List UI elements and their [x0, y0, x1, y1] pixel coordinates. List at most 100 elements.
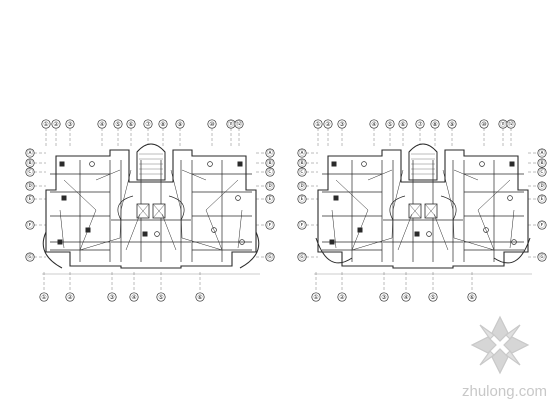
axis-bubble: Ⓕ — [537, 220, 547, 230]
elevator-cross — [152, 203, 166, 219]
axis-bubble-label: Ⓒ — [27, 168, 33, 176]
axis-bubble: ⑩ — [207, 119, 217, 129]
axis-bubble: ③ — [65, 119, 75, 129]
wiring-run — [477, 209, 495, 251]
axis-bubble-circle — [537, 220, 547, 230]
axis-bubble-circle — [265, 158, 275, 168]
axis-bubble: Ⓓ — [537, 181, 547, 191]
axis-bubble: ⑤ — [113, 119, 123, 129]
curved-stair — [168, 195, 185, 221]
axis-bubble-label: Ⓒ — [539, 168, 545, 176]
electrical-fixture — [61, 195, 67, 201]
wiring-run — [119, 209, 122, 239]
axis-bubble-label: ③ — [67, 121, 72, 128]
axis-bubble: Ⓕ — [265, 220, 275, 230]
axis-bubble-circle — [265, 194, 275, 204]
wiring-run — [125, 213, 141, 251]
axis-bubble: Ⓐ — [537, 148, 547, 158]
wiring-run — [477, 179, 511, 211]
axis-bubble-label: ② — [325, 121, 331, 128]
elevator-cross — [408, 203, 422, 219]
axis-bubble-circle — [467, 292, 477, 302]
axis-bubble-circle — [207, 119, 217, 129]
axis-bubble-circle — [25, 158, 35, 168]
axis-bubble-label: ⑪ — [228, 120, 234, 128]
axis-bubble-circle — [265, 181, 275, 191]
axis-bubble-circle — [415, 119, 425, 129]
axis-bubble-label: ⑧ — [160, 121, 165, 128]
wiring-run — [79, 237, 121, 251]
axis-bubble-circle — [113, 119, 123, 129]
axis-bubble: ③ — [107, 292, 117, 302]
axis-bubble: Ⓖ — [537, 252, 547, 262]
axis-bubble-circle — [337, 292, 347, 302]
axis-bubble-label: Ⓔ — [267, 195, 273, 203]
wiring-run — [442, 169, 454, 211]
light-fixture — [483, 227, 489, 233]
axis-bubble-label: Ⓑ — [299, 159, 305, 167]
axis-bubble-label: ⑤ — [430, 294, 435, 301]
electrical-fixture — [357, 227, 363, 233]
axis-bubble: ⑧ — [430, 119, 440, 129]
electrical-fixture — [57, 239, 63, 245]
light-fixture — [511, 239, 517, 245]
axis-bubble-circle — [107, 292, 117, 302]
axis-bubble-label: ② — [67, 294, 73, 301]
axis-bubble-circle — [398, 119, 408, 129]
wiring-run — [59, 209, 65, 249]
axis-bubble: Ⓖ — [25, 252, 35, 262]
axis-bubble: Ⓑ — [537, 158, 547, 168]
axis-bubble-label: ⑦ — [145, 121, 151, 128]
axis-bubble-label: Ⓔ — [27, 195, 33, 203]
axis-bubble: ② — [51, 119, 61, 129]
axis-bubble-circle — [379, 292, 389, 302]
axis-bubble-circle — [428, 292, 438, 302]
axis-bubble-label: ⑦ — [417, 121, 423, 128]
wiring-run — [180, 209, 183, 239]
axis-bubble-label: Ⓒ — [299, 168, 305, 176]
axis-bubble: Ⓐ — [25, 148, 35, 158]
electrical-fixture — [59, 161, 65, 167]
wiring-run — [453, 169, 479, 181]
axis-bubble: Ⓔ — [297, 194, 307, 204]
axis-bubble: ④ — [97, 119, 107, 129]
axis-bubble-label: ① — [43, 121, 48, 128]
light-fixture — [507, 195, 513, 201]
axis-bubble-label: Ⓕ — [299, 221, 305, 229]
axis-bubble-label: Ⓑ — [539, 159, 545, 167]
axis-bubble-circle — [430, 119, 440, 129]
electrical-fixture — [333, 195, 339, 201]
curved-bay — [239, 231, 260, 269]
axis-bubble-label: Ⓔ — [299, 195, 305, 203]
axis-bubble: Ⓓ — [297, 181, 307, 191]
axis-bubble-label: ③ — [381, 294, 386, 301]
axis-bubble-label: Ⓖ — [539, 253, 545, 261]
axis-bubble-circle — [175, 119, 185, 129]
axis-bubble-circle — [156, 292, 166, 302]
axis-bubble-label: Ⓖ — [299, 253, 305, 261]
electrical-fixture — [414, 231, 420, 237]
wiring-run — [205, 209, 223, 251]
axis-bubble: Ⓑ — [25, 158, 35, 168]
axis-bubble-label: ⑥ — [197, 294, 202, 301]
axis-bubble-circle — [369, 119, 379, 129]
axis-bubble: Ⓓ — [265, 181, 275, 191]
axis-bubble-circle — [537, 148, 547, 158]
axis-bubble: ① — [313, 119, 323, 129]
axis-bubble-circle — [401, 292, 411, 302]
light-fixture — [211, 227, 217, 233]
axis-bubble: ⑥ — [195, 292, 205, 302]
axis-bubble: ① — [41, 119, 51, 129]
zhulong-watermark: zhulong.com — [462, 315, 547, 400]
axis-bubble: ④ — [129, 292, 139, 302]
axis-bubble-label: ⑫ — [236, 120, 242, 128]
axis-bubble-label: ③ — [109, 294, 114, 301]
axis-bubble-circle — [297, 158, 307, 168]
axis-bubble: ⑫ — [234, 119, 244, 129]
stair-tower — [136, 143, 166, 181]
axis-bubble: ⑦ — [143, 119, 153, 129]
electrical-fixture — [85, 227, 91, 233]
